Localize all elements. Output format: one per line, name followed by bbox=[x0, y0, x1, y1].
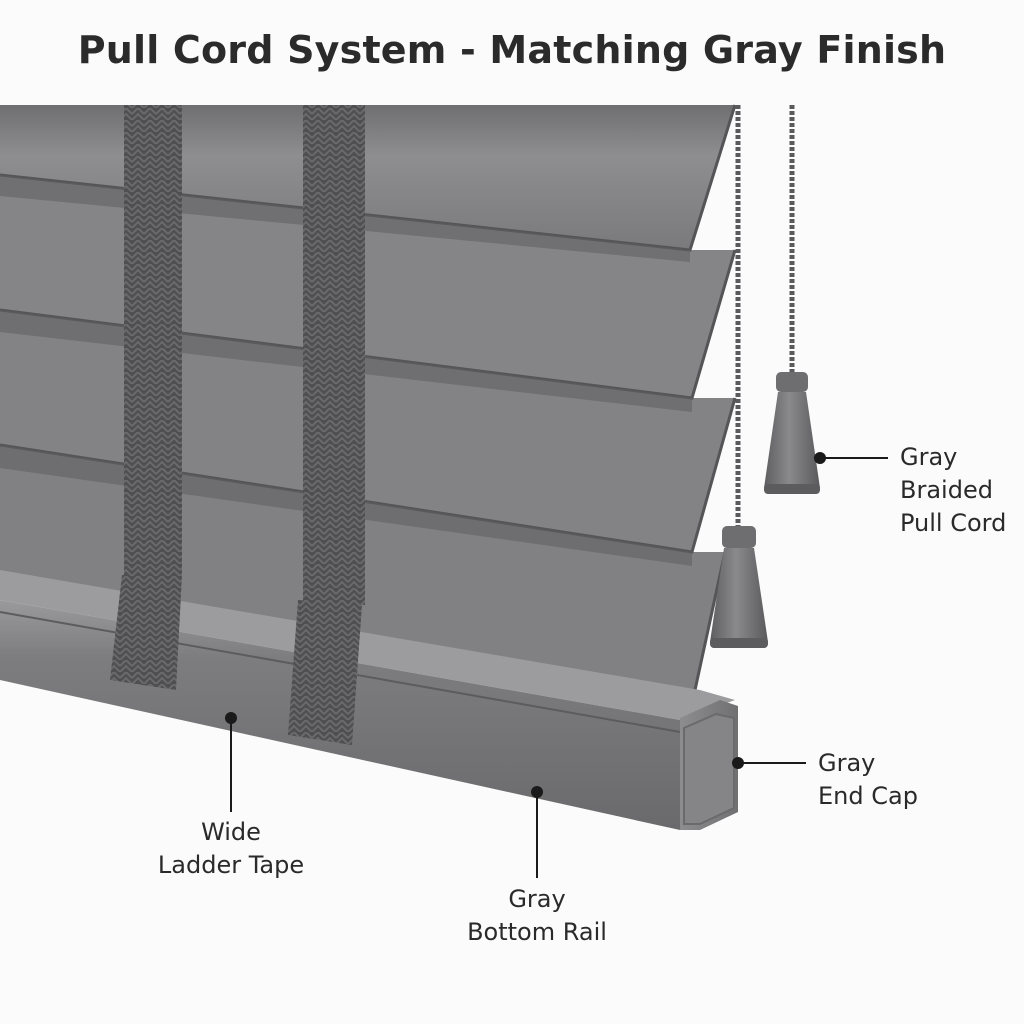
ladder-tape bbox=[124, 105, 182, 575]
tassel-base bbox=[764, 484, 820, 494]
diagram-title: Pull Cord System - Matching Gray Finish bbox=[77, 28, 947, 72]
slat bbox=[0, 175, 735, 398]
label-line: Gray bbox=[818, 749, 876, 777]
label-line: Gray bbox=[900, 443, 958, 471]
tassel-collar bbox=[722, 526, 756, 548]
tassel bbox=[764, 392, 820, 488]
end-cap-face bbox=[683, 712, 735, 825]
label-pull-cord: Gray Braided Pull Cord bbox=[900, 441, 1006, 540]
tassel-base bbox=[710, 638, 768, 648]
label-line: Wide bbox=[201, 818, 261, 846]
label-line: Braided bbox=[900, 476, 993, 504]
slat bbox=[0, 105, 735, 250]
ladder-tape-wrap bbox=[110, 575, 182, 690]
bottom-rail-top bbox=[0, 570, 735, 720]
label-bottom-rail: Gray Bottom Rail bbox=[437, 883, 637, 949]
slat bbox=[0, 310, 735, 552]
label-line: End Cap bbox=[818, 782, 918, 810]
label-line: Pull Cord bbox=[900, 509, 1007, 537]
label-ladder-tape: Wide Ladder Tape bbox=[131, 816, 331, 882]
tassel bbox=[710, 548, 768, 642]
label-line: Bottom Rail bbox=[467, 918, 607, 946]
ladder-tape bbox=[303, 105, 365, 605]
label-line: Gray bbox=[508, 885, 566, 913]
label-line: Ladder Tape bbox=[157, 851, 305, 879]
ladder-tape-wrap bbox=[288, 600, 362, 745]
pull-cords bbox=[710, 105, 820, 648]
tassel-collar bbox=[776, 372, 808, 392]
ladder-tapes bbox=[110, 105, 365, 745]
label-end-cap: Gray End Cap bbox=[818, 747, 918, 813]
leader-lines bbox=[225, 452, 888, 878]
